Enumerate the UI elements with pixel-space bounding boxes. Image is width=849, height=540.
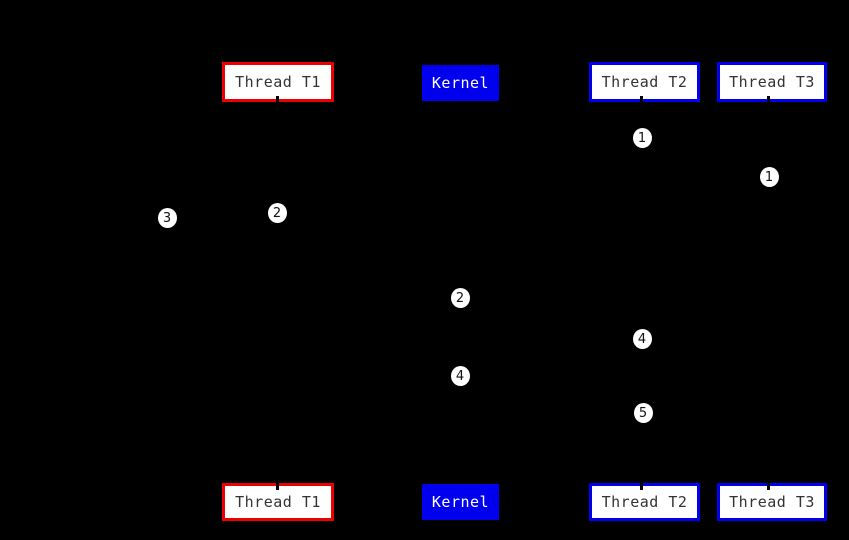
- actor-label-kernel-bottom: Kernel: [431, 493, 490, 511]
- actor-box-thread-t3-top: Thread T3: [717, 62, 827, 102]
- actor-box-thread-t3-bottom: Thread T3: [717, 483, 827, 521]
- step-marker-4-6: 4: [450, 366, 470, 386]
- actor-box-thread-t1-top: Thread T1: [222, 62, 334, 102]
- actor-label-thread-t2-top: Thread T2: [601, 73, 688, 91]
- step-marker-3-3: 3: [157, 208, 177, 228]
- lifeline-stub-thread-t3-top: [767, 96, 770, 103]
- lifeline-stub-thread-t3-bottom: [767, 483, 770, 490]
- step-marker-2-4: 2: [450, 288, 470, 308]
- step-marker-1-0: 1: [632, 128, 652, 148]
- actor-box-thread-t1-bottom: Thread T1: [222, 483, 334, 521]
- step-marker-1-1: 1: [759, 167, 779, 187]
- actor-label-kernel-top: Kernel: [431, 74, 490, 92]
- actor-box-kernel-top: Kernel: [422, 65, 499, 101]
- step-marker-4-5: 4: [632, 329, 652, 349]
- actor-box-thread-t2-top: Thread T2: [589, 62, 700, 102]
- step-marker-5-7: 5: [633, 403, 653, 423]
- actor-box-thread-t2-bottom: Thread T2: [589, 483, 700, 521]
- actor-box-kernel-bottom: Kernel: [422, 484, 499, 520]
- actor-label-thread-t1-bottom: Thread T1: [235, 493, 321, 511]
- step-marker-2-2: 2: [267, 203, 287, 223]
- lifeline-stub-thread-t2-top: [640, 96, 643, 103]
- actor-label-thread-t3-bottom: Thread T3: [729, 493, 815, 511]
- actor-label-thread-t1-top: Thread T1: [235, 73, 321, 91]
- lifeline-stub-thread-t1-bottom: [276, 483, 279, 490]
- actor-label-thread-t2-bottom: Thread T2: [601, 493, 688, 511]
- actor-label-thread-t3-top: Thread T3: [729, 73, 815, 91]
- lifeline-stub-thread-t2-bottom: [640, 483, 643, 490]
- lifeline-stub-thread-t1-top: [276, 96, 279, 103]
